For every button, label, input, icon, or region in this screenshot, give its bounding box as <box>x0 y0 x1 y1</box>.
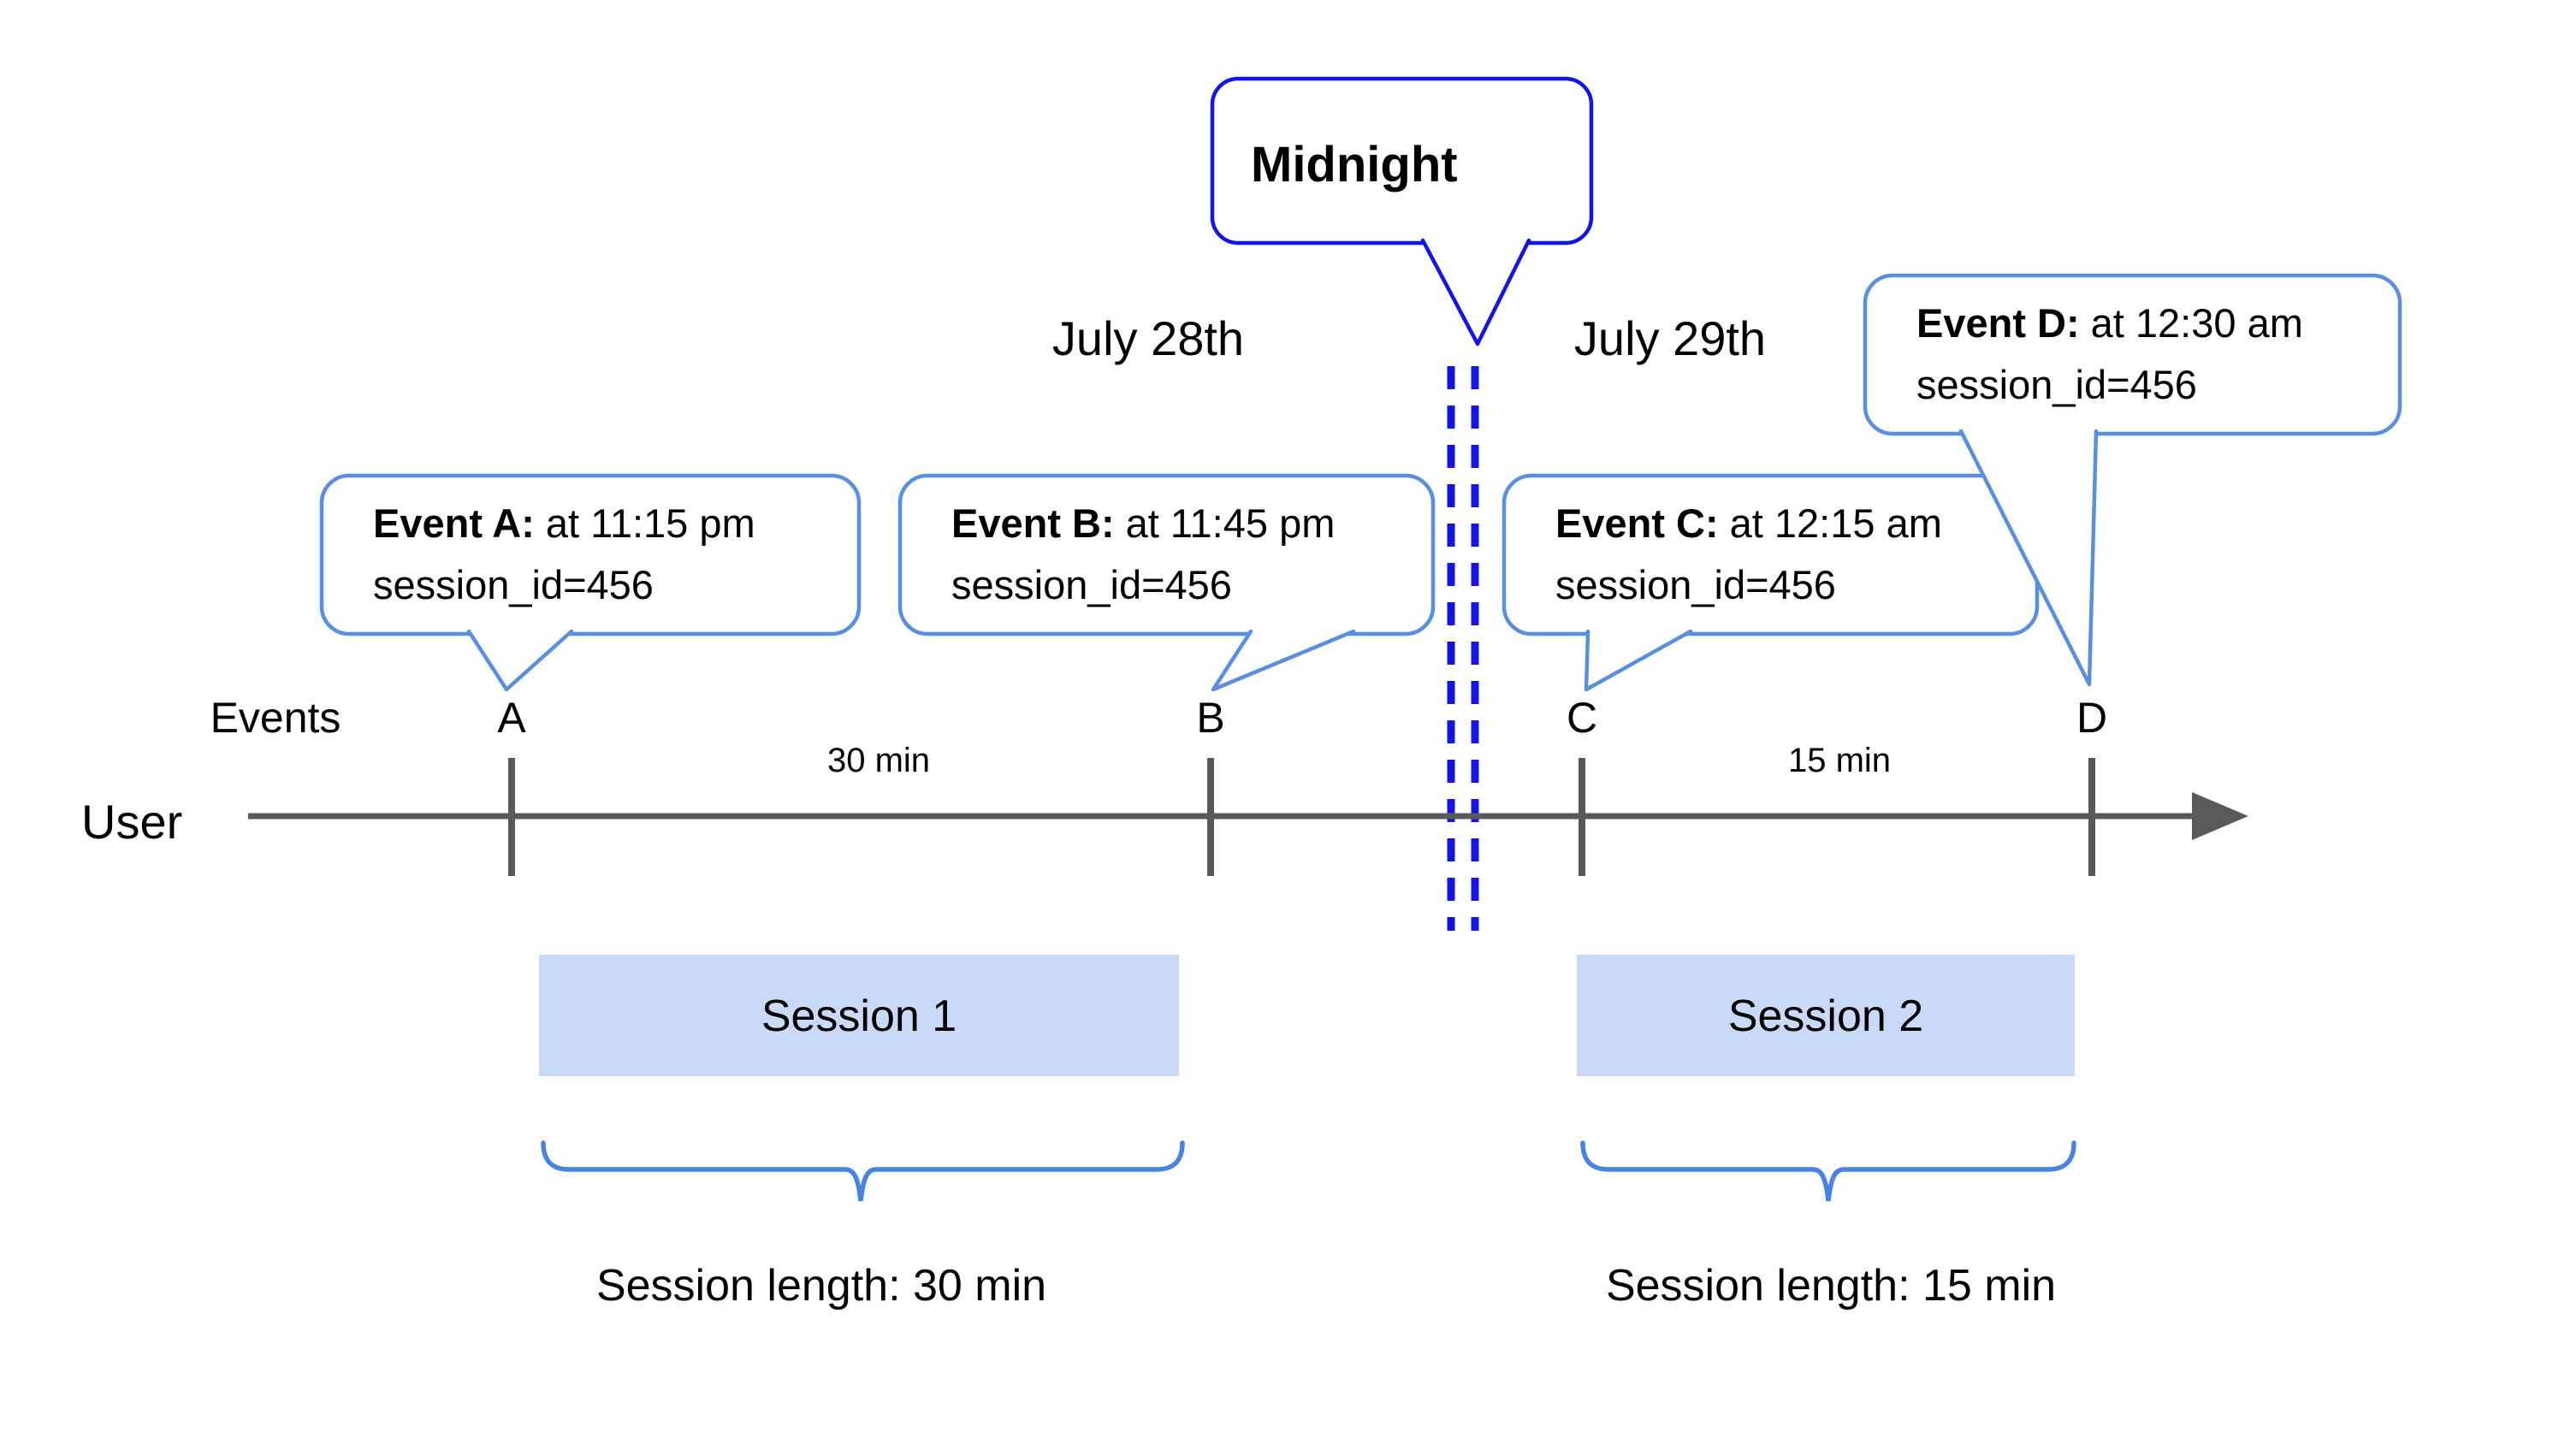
event-c-session: session_id=456 <box>1555 562 1836 607</box>
gap-label-ab: 30 min <box>827 742 930 779</box>
midnight-callout-tail <box>1420 238 1531 346</box>
event-d-title: Event D:at 12:30 am <box>1916 300 2303 346</box>
midnight-callout: Midnight <box>1210 76 1594 346</box>
user-axis-label: User <box>81 795 182 849</box>
session-1-brace <box>541 1140 1185 1202</box>
tick-label-c: C <box>1567 694 1597 742</box>
tick-label-a: A <box>497 694 526 742</box>
event-d-bubble <box>1863 273 2402 436</box>
event-a-bubble <box>319 473 862 636</box>
event-c-tail <box>1584 629 1693 692</box>
session-1: Session 1 Session length: 30 min <box>539 955 1185 1311</box>
event-b-session: session_id=456 <box>951 562 1232 607</box>
event-c-title: Event C:at 12:15 am <box>1555 500 1942 546</box>
session-2-brace <box>1580 1140 2076 1202</box>
midnight-label: Midnight <box>1251 137 1458 192</box>
event-a-title: Event A:at 11:15 pm <box>373 500 755 546</box>
session-2-box <box>1577 955 2075 1076</box>
midnight-callout-bubble <box>1210 76 1594 246</box>
event-b-title: Event B:at 11:45 pm <box>951 500 1335 546</box>
event-c-bubble <box>1502 473 2040 636</box>
date-july-28: July 28th <box>1052 311 1244 365</box>
event-b-bubble <box>897 473 1436 636</box>
tick-label-b: B <box>1196 694 1224 742</box>
session-2-label: Session 2 <box>1728 991 1923 1041</box>
session-1-length-label: Session length: 30 min <box>596 1261 1046 1311</box>
event-a-callout: Event A:at 11:15 pm session_id=456 <box>319 473 862 692</box>
arrow-right-icon <box>2192 792 2248 840</box>
gap-label-cd: 15 min <box>1788 742 1891 779</box>
tick-label-d: D <box>2076 694 2107 742</box>
event-c-callout: Event C:at 12:15 am session_id=456 <box>1502 473 2040 692</box>
session-1-label: Session 1 <box>761 991 957 1041</box>
session-2: Session 2 Session length: 15 min <box>1577 955 2076 1311</box>
session-2-length-label: Session length: 15 min <box>1606 1261 2056 1311</box>
event-d-session: session_id=456 <box>1916 362 2197 407</box>
event-a-session: session_id=456 <box>373 562 654 607</box>
event-b-tail <box>1211 629 1356 692</box>
date-july-29: July 29th <box>1574 311 1766 365</box>
event-d-tail <box>1958 429 2099 687</box>
event-b-callout: Event B:at 11:45 pm session_id=456 <box>897 473 1436 692</box>
session-1-box <box>539 955 1179 1076</box>
event-d-callout: Event D:at 12:30 am session_id=456 <box>1863 273 2402 687</box>
events-row-label: Events <box>210 694 341 742</box>
event-a-tail <box>466 629 574 692</box>
